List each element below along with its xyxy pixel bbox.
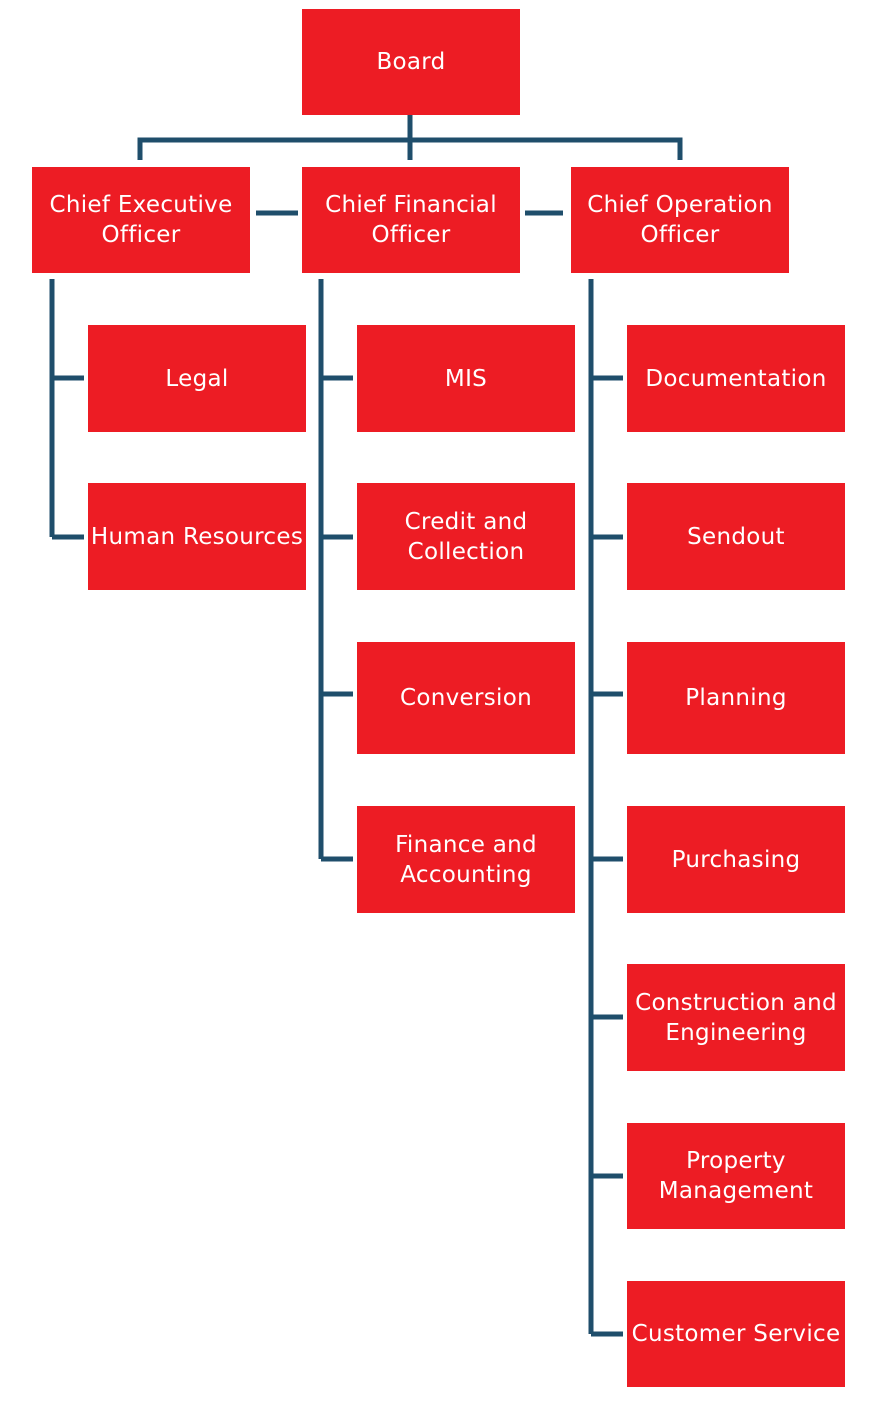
node-chief-operation-officer: Chief Operation Officer — [571, 167, 789, 273]
node-chief-executive-officer: Chief Executive Officer — [32, 167, 250, 273]
ceo-branch — [49, 279, 84, 540]
node-human-resources: Human Resources — [88, 483, 306, 590]
cfo-branch — [318, 279, 353, 862]
node-property-management: Property Management — [627, 1123, 845, 1229]
node-legal: Legal — [88, 325, 306, 432]
node-mis: MIS — [357, 325, 575, 432]
node-purchasing: Purchasing — [627, 806, 845, 913]
node-construction-and-engineering: Construction and Engineering — [627, 964, 845, 1071]
node-customer-service: Customer Service — [627, 1281, 845, 1387]
node-finance-and-accounting: Finance and Accounting — [357, 806, 575, 913]
node-planning: Planning — [627, 642, 845, 754]
board-connector — [137, 115, 683, 160]
node-credit-and-collection: Credit and Collection — [357, 483, 575, 590]
node-documentation: Documentation — [627, 325, 845, 432]
node-sendout: Sendout — [627, 483, 845, 590]
coo-branch — [588, 279, 623, 1337]
node-conversion: Conversion — [357, 642, 575, 754]
node-board: Board — [302, 9, 520, 115]
node-chief-financial-officer: Chief Financial Officer — [302, 167, 520, 273]
